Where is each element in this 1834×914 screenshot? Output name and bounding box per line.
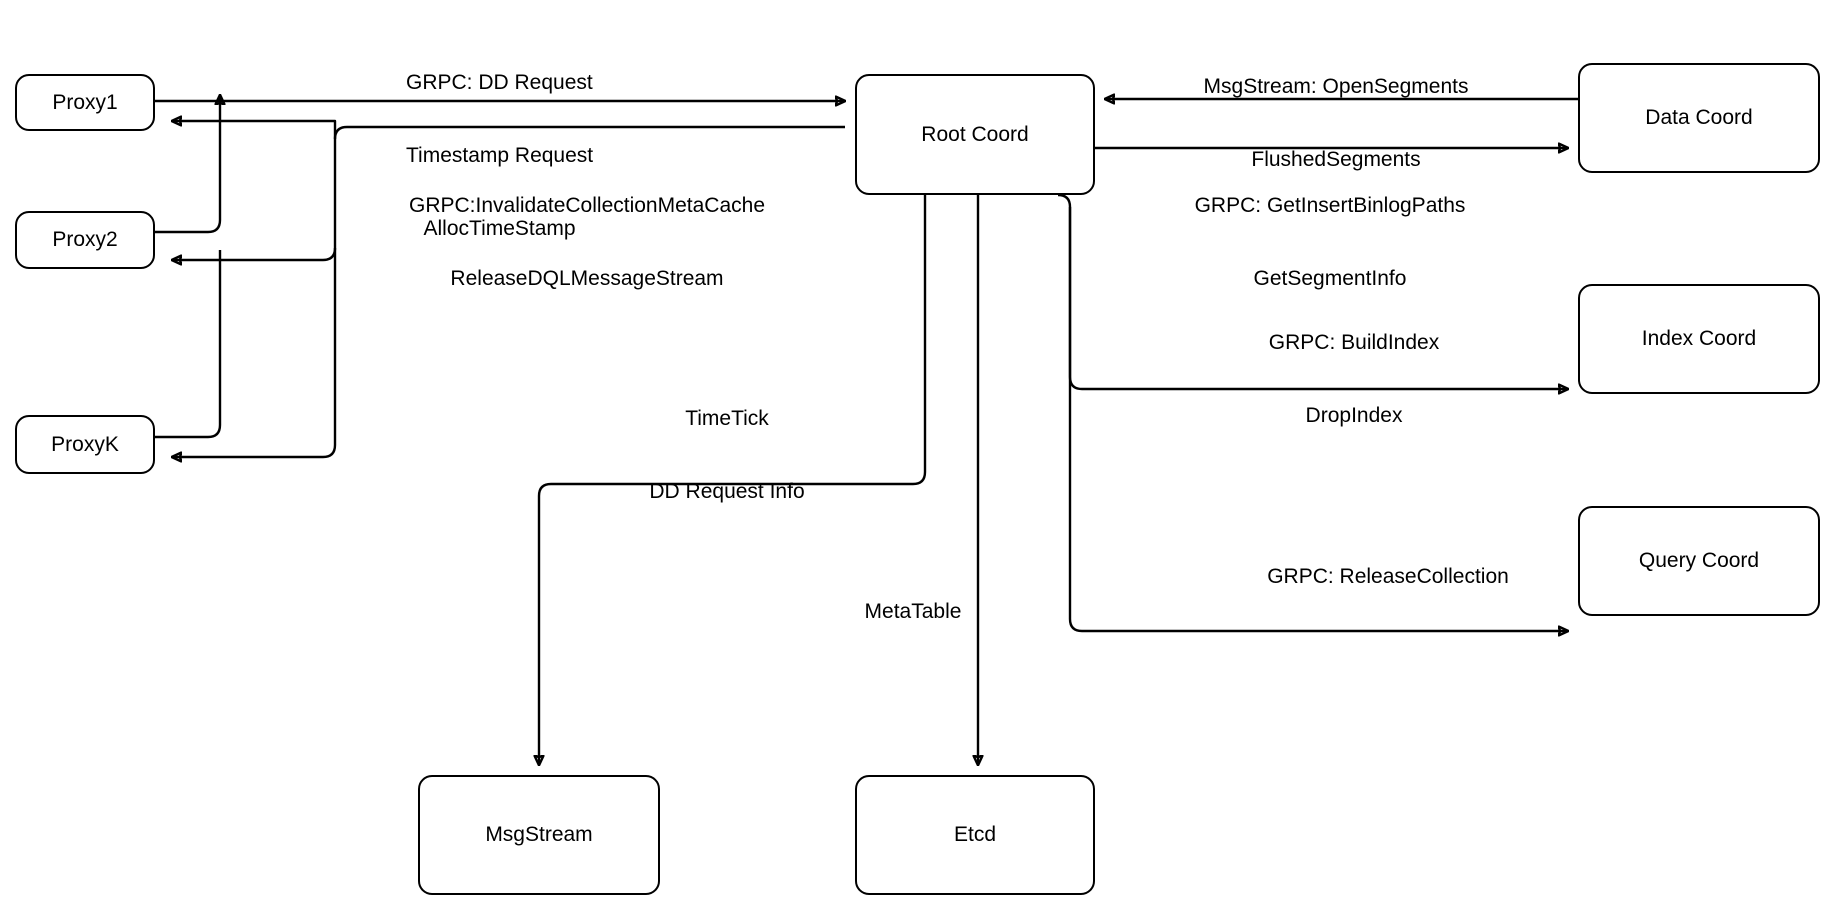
- node-proxy1-label: Proxy1: [52, 90, 118, 114]
- edge-label-proxy-to-root-line1: GRPC: DD Request: [406, 70, 593, 94]
- edge-label-root-to-data-line1: GRPC: GetInsertBinlogPaths: [1194, 193, 1466, 217]
- node-data-coord[interactable]: Data Coord: [1578, 63, 1820, 173]
- node-data-coord-label: Data Coord: [1645, 106, 1753, 130]
- edge-label-root-to-query: GRPC: ReleaseCollection: [1267, 516, 1509, 638]
- wire-root-to-proxyk: [172, 125, 845, 457]
- edge-label-proxy-to-root: GRPC: DD Request Timestamp Request Alloc…: [406, 22, 593, 290]
- node-msgstream[interactable]: MsgStream: [418, 775, 660, 895]
- node-proxy2-label: Proxy2: [52, 228, 118, 252]
- node-etcd[interactable]: Etcd: [855, 775, 1095, 895]
- edge-label-root-to-msgstream-line2: DD Request Info: [649, 479, 805, 503]
- node-proxyk-label: ProxyK: [51, 432, 119, 456]
- edge-label-proxy-to-root-line3: AllocTimeStamp: [423, 216, 576, 240]
- node-index-coord[interactable]: Index Coord: [1578, 284, 1820, 394]
- wire-proxyk-riser: [155, 250, 222, 439]
- edge-label-root-to-proxy-line1: GRPC:InvalidateCollectionMetaCache: [408, 193, 766, 217]
- node-proxy1[interactable]: Proxy1: [15, 74, 155, 131]
- wire-root-to-msgstream: [539, 195, 927, 765]
- edge-label-root-to-msgstream-line1: TimeTick: [685, 406, 769, 430]
- node-msgstream-label: MsgStream: [485, 823, 593, 847]
- wire-root-to-proxy1: [172, 121, 337, 139]
- edge-label-proxy-to-root-line2: Timestamp Request: [406, 143, 594, 167]
- edge-label-root-to-index: GRPC: BuildIndex DropIndex: [1269, 282, 1439, 477]
- edge-label-root-to-index-line2: DropIndex: [1305, 403, 1403, 427]
- wire-root-to-querycoord: [1068, 207, 1568, 631]
- edge-label-data-to-root-line1: MsgStream: OpenSegments: [1203, 74, 1469, 98]
- node-root-coord[interactable]: Root Coord: [855, 74, 1095, 195]
- edge-label-root-to-query-line1: GRPC: ReleaseCollection: [1267, 564, 1509, 588]
- edge-label-root-to-proxy-line2: ReleaseDQLMessageStream: [450, 266, 724, 290]
- edge-label-root-to-msgstream: TimeTick DD Request Info: [649, 358, 804, 553]
- node-query-coord[interactable]: Query Coord: [1578, 506, 1820, 616]
- edge-label-root-to-proxy: GRPC:InvalidateCollectionMetaCache Relea…: [409, 145, 765, 340]
- edge-label-root-to-etcd: MetaTable: [865, 551, 962, 673]
- edge-label-data-to-root: MsgStream: OpenSegments FlushedSegments: [1204, 26, 1469, 221]
- node-index-coord-label: Index Coord: [1641, 327, 1757, 351]
- node-query-coord-label: Query Coord: [1638, 549, 1760, 573]
- node-proxy2[interactable]: Proxy2: [15, 211, 155, 269]
- node-root-coord-label: Root Coord: [921, 122, 1029, 146]
- node-etcd-label: Etcd: [953, 823, 997, 847]
- wire-proxy2-riser: [155, 95, 220, 234]
- edge-label-root-to-data-line2: GetSegmentInfo: [1253, 266, 1407, 290]
- edge-label-root-to-etcd-line1: MetaTable: [864, 599, 962, 623]
- edge-label-root-to-index-line1: GRPC: BuildIndex: [1268, 330, 1440, 354]
- wire-root-to-proxy2: [172, 247, 337, 260]
- edge-label-data-to-root-line2: FlushedSegments: [1251, 147, 1421, 171]
- node-proxyk[interactable]: ProxyK: [15, 415, 155, 474]
- edge-label-root-to-data: GRPC: GetInsertBinlogPaths GetSegmentInf…: [1195, 145, 1466, 340]
